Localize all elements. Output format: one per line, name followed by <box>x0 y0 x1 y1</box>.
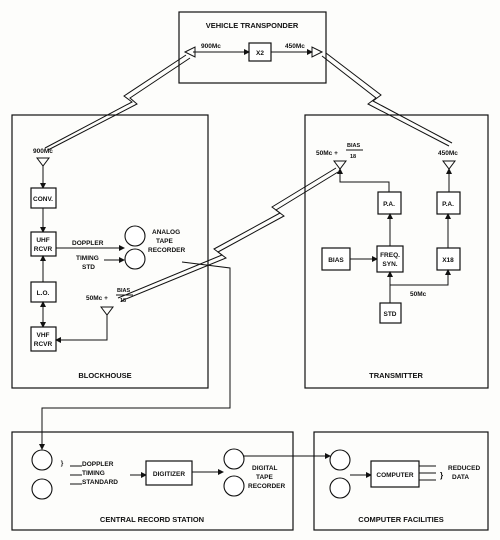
tape-transfer-line <box>39 261 231 450</box>
vhf-rcvr-block <box>30 326 57 352</box>
blockhouse-timing-label: TIMING <box>76 255 99 262</box>
record-tape-reel-bottom <box>31 478 53 500</box>
blockhouse-antenna-freq: 900Mc <box>33 148 53 155</box>
digital-tape-label-1: DIGITAL <box>252 465 278 472</box>
transmitter-uhf-antenna <box>442 160 456 170</box>
vhf-antenna-to-rcvr <box>55 315 108 343</box>
digital-tape-reel-bottom <box>223 475 245 497</box>
freq-syn-block <box>376 245 404 273</box>
pa-left-to-antenna <box>337 168 390 192</box>
transponder-tx-antenna <box>311 46 324 58</box>
lo-label: L.O. <box>37 290 50 297</box>
transmitter-right-freq: 450Mc <box>438 150 458 157</box>
x18-label: X18 <box>442 257 454 264</box>
vhf-rcvr-label-1: VHF <box>37 332 50 339</box>
uhf-rcvr-label-1: UHF <box>36 237 49 244</box>
record-standard-label: STANDARD <box>82 479 118 486</box>
vhf-link-path <box>117 167 337 299</box>
computer-label: COMPUTER <box>376 472 414 479</box>
computer-facilities-frame <box>313 431 489 531</box>
central-record-frame <box>11 431 294 531</box>
downlink-450mc-path-2 <box>325 52 453 144</box>
transponder-rx-antenna <box>183 46 196 58</box>
computer-facilities-title: COMPUTER FACILITIES <box>358 515 443 524</box>
digital-tape-label-3: RECORDER <box>248 483 286 490</box>
blockhouse-vhf-antenna <box>100 306 114 316</box>
blockhouse-doppler-label: DOPPLER <box>72 240 104 247</box>
transmitter-frame <box>304 114 489 389</box>
analog-tape-reel-top <box>124 225 146 247</box>
digital-tape-reel-top <box>223 448 245 470</box>
computer-tape-reel-top <box>329 449 351 471</box>
transponder-rx-freq: 900Mc <box>201 43 221 50</box>
uhf-rcvr-block <box>30 231 57 257</box>
computer-tape-reel-bottom <box>329 477 351 499</box>
blockhouse-std-label: STD <box>82 264 95 271</box>
blockhouse-vhf-freq-main: 50Mc + <box>86 295 108 302</box>
central-record-title: CENTRAL RECORD STATION <box>100 515 204 524</box>
blockhouse-title: BLOCKHOUSE <box>78 371 131 380</box>
freq-syn-label-1: FREQ. <box>380 252 400 259</box>
x2-multiplier-label: X2 <box>256 50 264 57</box>
blockhouse-vhf-freq-num: BIAS <box>117 288 130 294</box>
computer-facilities-section: COMPUTER FACILITIES COMPUTER } REDUCED D… <box>313 431 489 531</box>
vehicle-transponder-frame <box>178 11 327 84</box>
vehicle-transponder-title: VEHICLE TRANSPONDER <box>206 21 299 30</box>
std-label: STD <box>384 311 397 318</box>
transmitter-section: TRANSMITTER 50Mc + BIAS 18 450Mc P.A. P.… <box>304 114 489 389</box>
bias-label: BIAS <box>328 257 344 264</box>
transmitter-vhf-antenna <box>333 160 347 170</box>
record-brace-left: } <box>61 460 64 467</box>
transmitter-title: TRANSMITTER <box>369 371 423 380</box>
analog-tape-label-1: ANALOG <box>152 229 180 236</box>
reduced-data-label-1: REDUCED <box>448 465 480 472</box>
uplink-900mc-path <box>44 54 187 149</box>
record-doppler-label: DOPPLER <box>82 461 114 468</box>
transmitter-left-freq-num: BIAS <box>347 143 360 149</box>
freq-syn-label-2: SYN. <box>382 261 397 268</box>
transponder-tx-freq: 450Mc <box>285 43 305 50</box>
analog-tape-reel-bottom <box>124 248 146 270</box>
vhf-rcvr-label-2: RCVR <box>34 341 53 348</box>
uhf-rcvr-label-2: RCVR <box>34 246 53 253</box>
std-freq-label: 50Mc <box>410 291 427 298</box>
analog-tape-label-3: RECORDER <box>148 247 186 254</box>
record-tape-reel-top <box>31 449 53 471</box>
downlink-450mc-path <box>321 55 450 147</box>
analog-tape-label-2: TAPE <box>156 238 174 245</box>
blockhouse-frame <box>11 114 209 389</box>
computer-block <box>370 460 420 488</box>
transmitter-left-freq-main: 50Mc + <box>316 150 338 157</box>
blockhouse-vhf-freq-den: 18 <box>120 298 126 304</box>
record-timing-label: TIMING <box>82 470 105 477</box>
pa-left-label: P.A. <box>383 201 395 208</box>
central-record-station-section: CENTRAL RECORD STATION } DOPPLER TIMING … <box>11 431 331 531</box>
transmitter-left-freq-den: 18 <box>350 154 356 160</box>
pa-right-label: P.A. <box>442 201 454 208</box>
blockhouse-uhf-antenna <box>36 157 50 167</box>
conv-label: CONV. <box>33 196 53 203</box>
digital-tape-label-2: TAPE <box>256 474 274 481</box>
digitizer-label: DIGITIZER <box>153 471 185 478</box>
vehicle-transponder-section: VEHICLE TRANSPONDER 900Mc 450Mc X2 <box>178 11 327 84</box>
std-to-x18 <box>390 269 451 286</box>
computer-output-brace: } <box>440 471 443 480</box>
digitizer-block <box>145 460 193 486</box>
reduced-data-label-2: DATA <box>452 474 469 481</box>
blockhouse-section: BLOCKHOUSE 900Mc CONV. UHF RCVR L.O. VHF… <box>11 114 231 450</box>
uplink-900mc-path-2 <box>47 57 191 151</box>
